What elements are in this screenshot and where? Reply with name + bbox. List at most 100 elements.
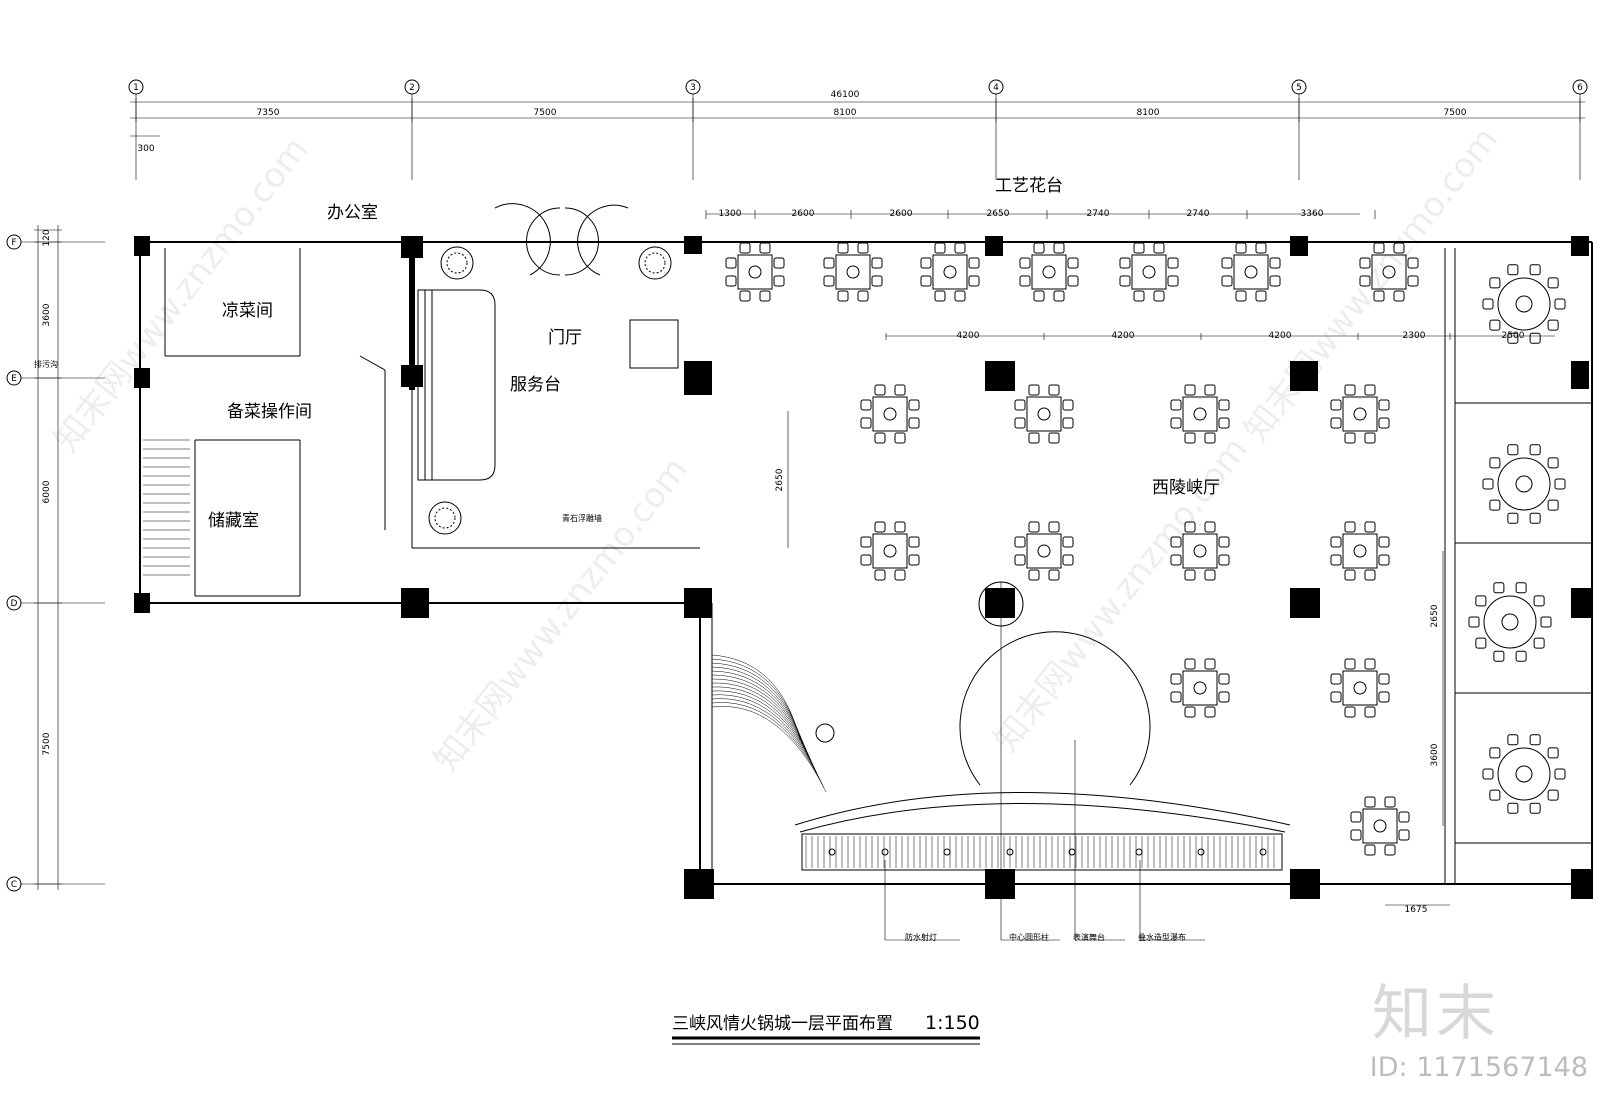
chair-icon <box>934 290 946 302</box>
chair-icon <box>1515 582 1527 594</box>
chair-icon <box>1350 829 1362 841</box>
dim-span-2: 7500 <box>534 108 557 118</box>
axis-bubble-col <box>128 79 144 95</box>
dining-table <box>1330 384 1390 444</box>
chair-icon <box>1489 499 1501 511</box>
chair-icon <box>1221 275 1233 287</box>
chair-icon <box>1028 521 1040 533</box>
chair-icon <box>1344 706 1356 718</box>
hotpot-icon <box>1037 544 1051 558</box>
chair-icon <box>1330 673 1342 685</box>
axis-bubble-col <box>685 79 701 95</box>
dining-table <box>1119 242 1179 302</box>
table-top <box>1371 254 1407 290</box>
chair-icon <box>908 417 920 429</box>
chair-icon <box>1482 478 1494 490</box>
hotpot-icon <box>1193 407 1207 421</box>
stair-newel <box>815 723 835 743</box>
table-top <box>1342 670 1378 706</box>
spotlight-icon <box>828 848 836 856</box>
chair-icon <box>1153 242 1165 254</box>
table-top <box>1342 533 1378 569</box>
structural-column <box>401 236 423 258</box>
chair-icon <box>1062 399 1074 411</box>
chair-icon <box>837 290 849 302</box>
chair-icon <box>1393 242 1405 254</box>
chair-icon <box>1204 432 1216 444</box>
round-table <box>1468 582 1552 662</box>
stair-curve <box>711 706 827 793</box>
chair-icon <box>1507 512 1519 524</box>
axis-bubble-row <box>6 370 22 386</box>
drawing-title: 三峡风情火锅城一层平面布置 <box>672 1014 893 1034</box>
chair-icon <box>1489 747 1501 759</box>
chair-icon <box>1170 417 1182 429</box>
chair-icon <box>1218 554 1230 566</box>
chair-icon <box>1330 554 1342 566</box>
chair-icon <box>1547 747 1559 759</box>
chair-icon <box>1028 432 1040 444</box>
chair-icon <box>1028 384 1040 396</box>
structural-column <box>1290 588 1320 618</box>
chair-icon <box>920 257 932 269</box>
chair-icon <box>1489 277 1501 289</box>
axis-bubble-col <box>404 79 420 95</box>
axis-col-2: 2 <box>409 83 415 93</box>
dining-table <box>725 242 785 302</box>
chair-icon <box>1398 829 1410 841</box>
chair-icon <box>1170 554 1182 566</box>
chair-icon <box>1067 275 1079 287</box>
hotpot-icon <box>1353 681 1367 695</box>
chair-icon <box>874 521 886 533</box>
structural-column <box>985 361 1015 391</box>
chair-icon <box>1373 290 1385 302</box>
chair-icon <box>1482 768 1494 780</box>
chair-icon <box>1489 319 1501 331</box>
structural-column <box>985 236 1003 256</box>
chair-icon <box>1221 257 1233 269</box>
chair-icon <box>1515 650 1527 662</box>
chair-icon <box>1359 257 1371 269</box>
dim-table-3: 2600 <box>890 209 913 219</box>
chair-icon <box>1364 796 1376 808</box>
chair-icon <box>1184 706 1196 718</box>
chair-icon <box>1028 569 1040 581</box>
chair-icon <box>1133 290 1145 302</box>
dim-span-5: 7500 <box>1444 108 1467 118</box>
waterfall-stage <box>801 833 1283 871</box>
chair-icon <box>1398 811 1410 823</box>
table-top <box>872 396 908 432</box>
table-top <box>872 533 908 569</box>
chair-icon <box>1048 432 1060 444</box>
chair-icon <box>1255 290 1267 302</box>
hotpot-icon <box>883 544 897 558</box>
dim-row-1: 3600 <box>42 303 52 326</box>
sofa-table <box>629 319 679 369</box>
chair-icon <box>1344 384 1356 396</box>
chair-icon <box>871 275 883 287</box>
chair-icon <box>1184 432 1196 444</box>
table-top <box>1182 396 1218 432</box>
note-lights: 防水射灯 <box>905 932 937 942</box>
table-top <box>737 254 773 290</box>
chair-icon <box>1529 734 1541 746</box>
chair-icon <box>1359 275 1371 287</box>
chair-icon <box>1269 275 1281 287</box>
plant-icon-inner <box>446 252 468 274</box>
dining-table <box>860 521 920 581</box>
dim-vertical-left: 2650 <box>775 468 785 491</box>
axis-bubble-row <box>6 876 22 892</box>
hotpot-icon <box>1193 681 1207 695</box>
chair-icon <box>823 257 835 269</box>
chair-icon <box>1529 332 1541 344</box>
chair-icon <box>1384 844 1396 856</box>
hotpot-icon <box>1142 265 1156 279</box>
chair-icon <box>1364 658 1376 670</box>
stair-curve <box>711 698 823 785</box>
dining-table <box>1170 521 1230 581</box>
chair-icon <box>908 554 920 566</box>
axis-bubble-col <box>1572 79 1588 95</box>
chair-icon <box>920 275 932 287</box>
chair-icon <box>860 536 872 548</box>
